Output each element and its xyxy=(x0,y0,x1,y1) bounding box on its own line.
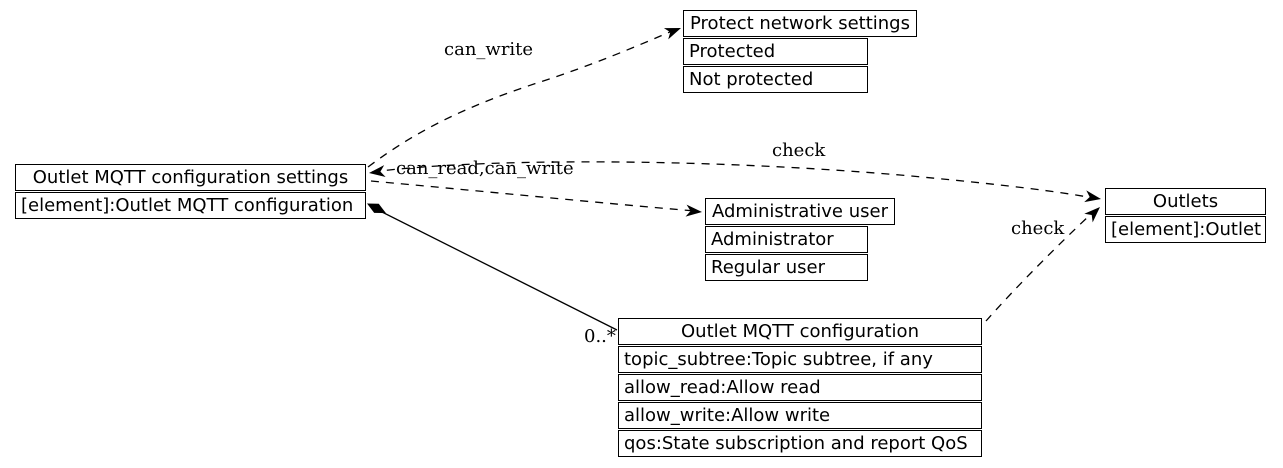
node-attribute: [element]:Outlet MQTT configuration xyxy=(15,192,366,219)
edge-label-multiplicity: 0..* xyxy=(584,326,616,347)
node-attribute: Protected xyxy=(683,38,868,65)
node-title: Administrative user xyxy=(705,198,895,225)
node-attribute: qos:State subscription and report QoS xyxy=(618,430,982,457)
edge-label-can-read-can-write: can_read,can_write xyxy=(396,158,574,179)
node-outlet-mqtt-configuration: Outlet MQTT configuration topic_subtree:… xyxy=(618,318,982,457)
node-attribute: Not protected xyxy=(683,66,868,93)
node-title: Outlets xyxy=(1105,188,1266,215)
composition-diamond-icon xyxy=(366,203,386,214)
node-title: Outlet MQTT configuration xyxy=(618,318,982,345)
arrowhead-check-config xyxy=(1084,207,1100,223)
edge-label-can-write: can_write xyxy=(444,39,534,60)
arrowhead-can-read-can-write xyxy=(685,204,702,217)
edge-check-config-outlets xyxy=(985,214,1091,322)
node-title: Outlet MQTT configuration settings xyxy=(15,164,366,191)
node-attribute: Regular user xyxy=(705,254,868,281)
node-title: Protect network settings xyxy=(683,10,917,37)
node-outlet-mqtt-configuration-settings: Outlet MQTT configuration settings [elem… xyxy=(15,164,366,219)
node-attribute: topic_subtree:Topic subtree, if any xyxy=(618,346,982,373)
node-outlets: Outlets [element]:Outlet xyxy=(1105,188,1266,243)
edge-label-check-config-outlets: check xyxy=(1011,218,1065,239)
edge-label-check-settings-outlets: check xyxy=(772,140,826,161)
node-administrative-user: Administrative user Administrator Regula… xyxy=(705,198,895,281)
node-attribute: Administrator xyxy=(705,226,868,253)
arrowhead-can-write xyxy=(663,28,681,40)
node-attribute: [element]:Outlet xyxy=(1105,216,1266,243)
node-protect-network-settings: Protect network settings Protected Not p… xyxy=(683,10,917,93)
edge-check-settings-outlets xyxy=(371,161,1094,199)
node-attribute: allow_read:Allow read xyxy=(618,374,982,401)
node-attribute: allow_write:Allow write xyxy=(618,402,982,429)
arrowhead-check-at-outlets xyxy=(1084,190,1101,203)
arrowhead-check-at-settings xyxy=(369,165,386,178)
edge-can-read-can-write xyxy=(370,180,696,212)
edge-composition xyxy=(371,206,618,331)
